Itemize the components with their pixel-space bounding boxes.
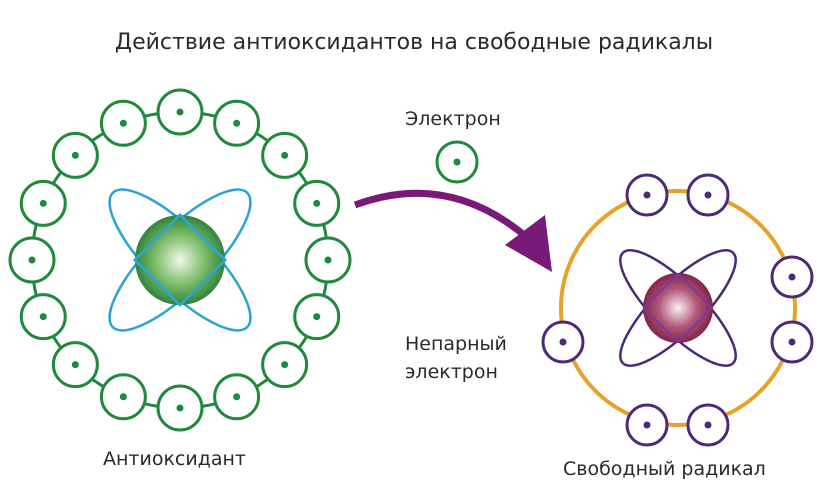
antioxidant-label: Антиоксидант bbox=[103, 448, 247, 470]
unpaired-electron bbox=[541, 320, 585, 364]
electron-dot bbox=[119, 393, 127, 401]
electron-shell bbox=[559, 189, 797, 427]
arrow-head-icon bbox=[505, 215, 552, 272]
electron bbox=[51, 341, 99, 389]
electron-dot bbox=[28, 256, 36, 264]
electron-dot bbox=[176, 108, 184, 116]
electron bbox=[51, 131, 99, 179]
electron-dot bbox=[281, 361, 289, 369]
electron bbox=[156, 384, 204, 432]
electron bbox=[213, 99, 261, 147]
electron bbox=[19, 293, 67, 341]
electron-dot bbox=[233, 393, 241, 401]
electron bbox=[213, 373, 261, 421]
electron bbox=[625, 173, 669, 217]
unpaired-electron-label: Непарный электрон bbox=[405, 330, 507, 386]
electron bbox=[686, 403, 730, 447]
orbital-overlay bbox=[642, 272, 714, 344]
electron-dot bbox=[643, 191, 651, 199]
electron bbox=[261, 341, 309, 389]
electron-dot bbox=[313, 199, 321, 207]
orbital-overlay bbox=[132, 212, 228, 308]
free-electron bbox=[435, 140, 479, 184]
electron-dot bbox=[281, 151, 289, 159]
electron-dot bbox=[39, 313, 47, 321]
electron bbox=[99, 99, 147, 147]
nucleus bbox=[643, 273, 713, 343]
unpaired-electron-label-line2: электрон bbox=[405, 361, 498, 383]
electron bbox=[770, 255, 814, 299]
electron bbox=[625, 403, 669, 447]
electron bbox=[261, 131, 309, 179]
electron-dot bbox=[788, 338, 796, 346]
electron-label: Электрон bbox=[405, 108, 501, 130]
unpaired-electron-label-line1: Непарный bbox=[405, 333, 507, 355]
transfer-arrow bbox=[353, 189, 533, 243]
electron-dot bbox=[39, 199, 47, 207]
electron-dot bbox=[176, 404, 184, 412]
electron bbox=[8, 236, 56, 284]
electron-dot bbox=[71, 361, 79, 369]
electron bbox=[156, 88, 204, 136]
electron bbox=[19, 179, 67, 227]
electron bbox=[293, 293, 341, 341]
electron-dot bbox=[71, 151, 79, 159]
electron-dot bbox=[788, 273, 796, 281]
diagram-title: Действие антиоксидантов на свободные рад… bbox=[114, 30, 714, 55]
antioxidant-molecule bbox=[8, 88, 352, 432]
electron bbox=[304, 236, 352, 284]
free-radical-molecule bbox=[541, 173, 814, 447]
electron bbox=[686, 173, 730, 217]
electron bbox=[99, 373, 147, 421]
electron-dot bbox=[119, 119, 127, 127]
electron-dot bbox=[704, 421, 712, 429]
nucleus bbox=[135, 215, 225, 305]
electron-dot bbox=[313, 313, 321, 321]
electron-dot bbox=[643, 421, 651, 429]
electron-dot bbox=[233, 119, 241, 127]
electron bbox=[541, 320, 585, 364]
electron-dot bbox=[559, 338, 567, 346]
electron bbox=[770, 320, 814, 364]
electron-dot bbox=[324, 256, 332, 264]
free-radical-label: Свободный радикал bbox=[563, 458, 766, 480]
electron-dot bbox=[704, 191, 712, 199]
electron bbox=[293, 179, 341, 227]
